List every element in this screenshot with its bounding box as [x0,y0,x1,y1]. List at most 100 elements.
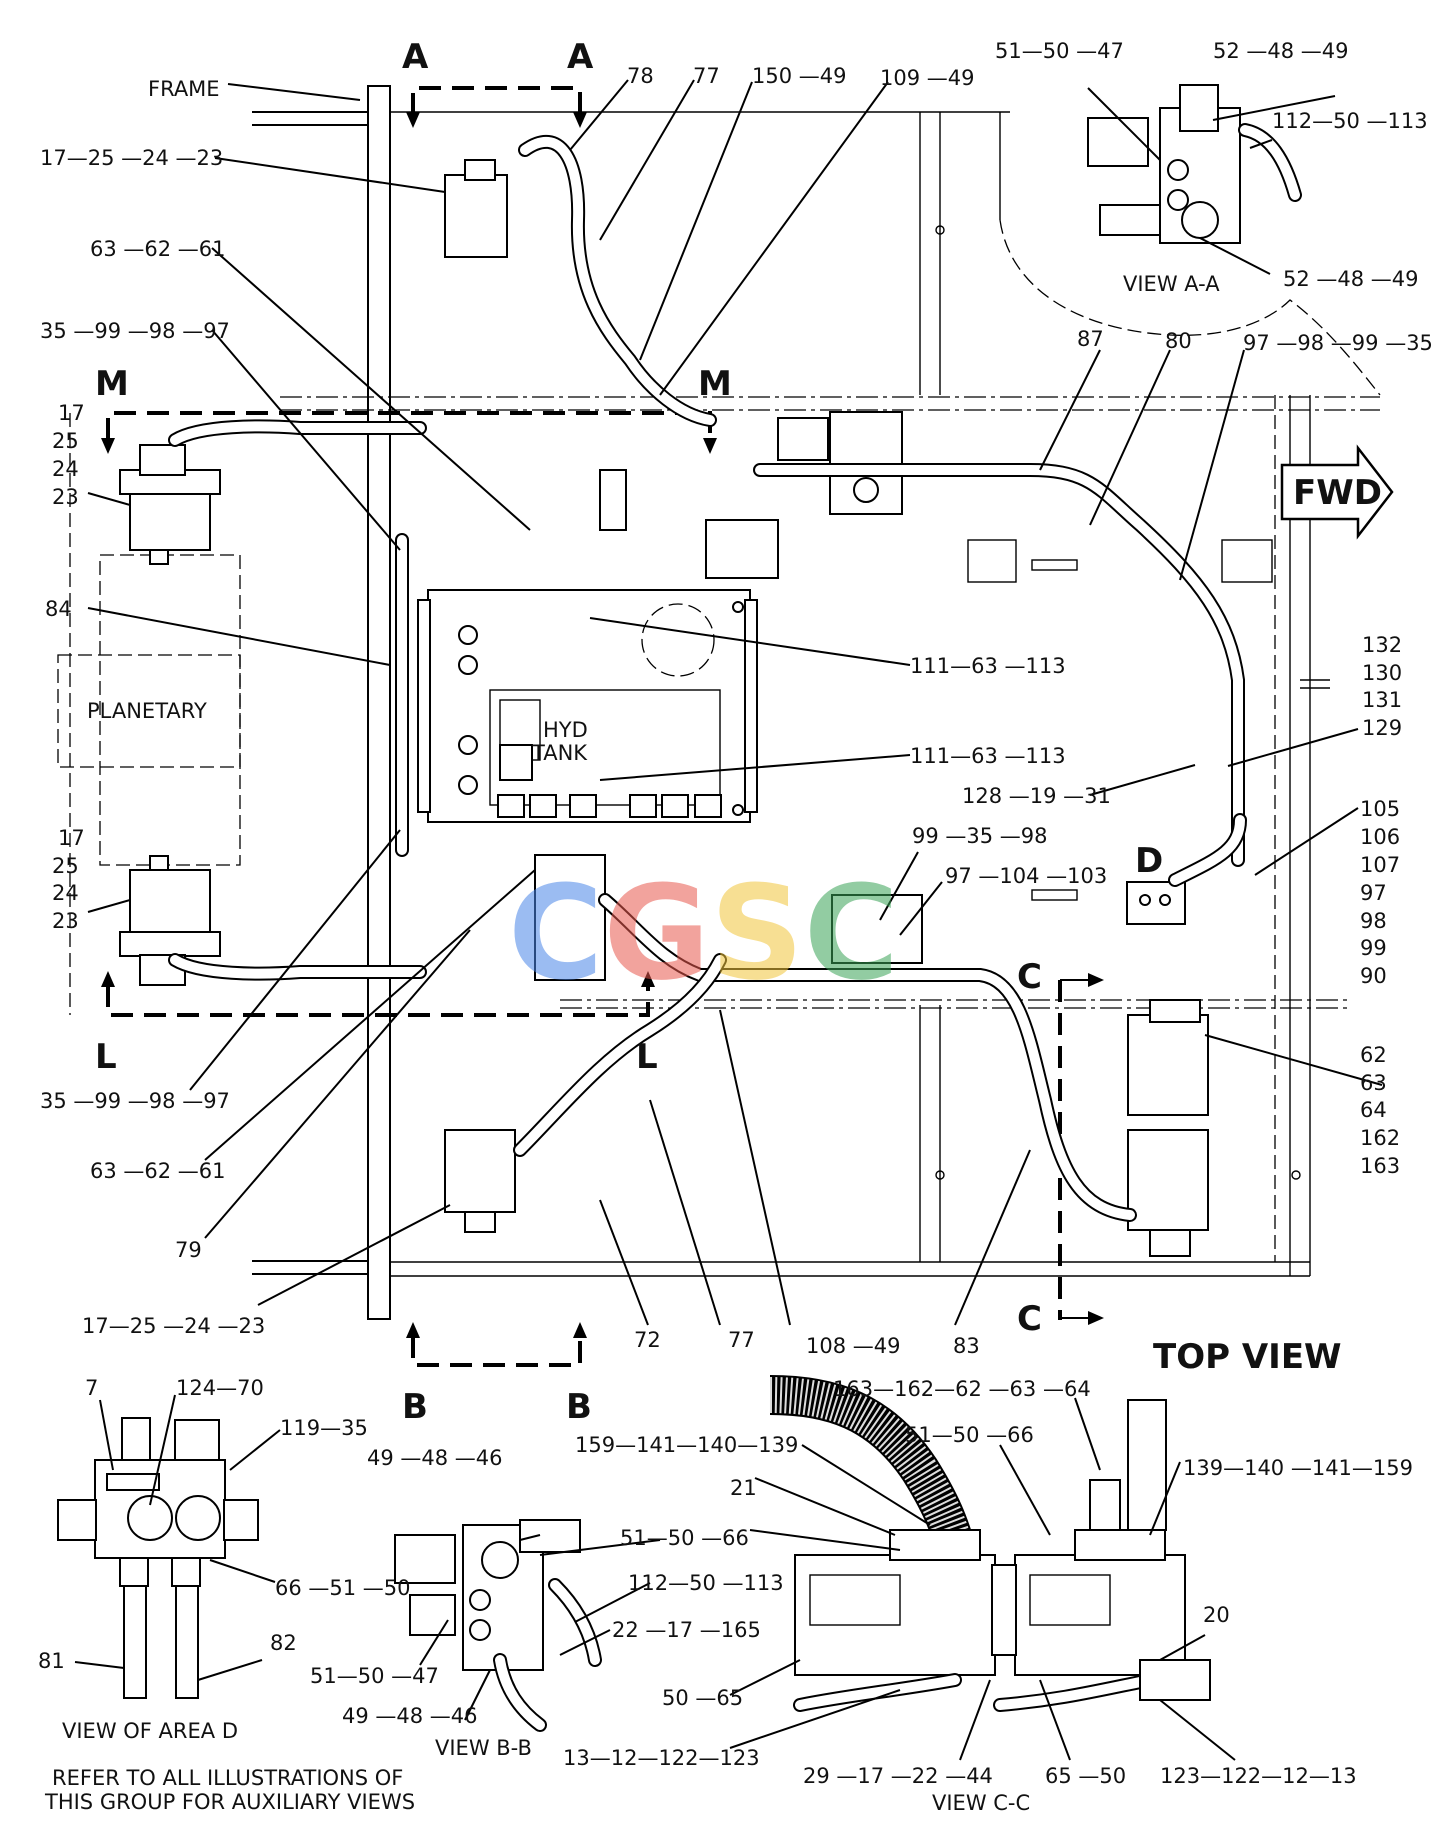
callout: 97 —98 —99 —35 [1243,331,1432,355]
tank-label-tank: TANK [531,741,588,765]
callout: 66 —51 —50 [275,1576,411,1600]
callout: 17 [58,826,85,850]
view-bb-title: VIEW B-B [435,1736,532,1760]
callout: 7 [85,1376,98,1400]
callout: 130 [1362,661,1402,685]
section-letter-a-left: A [402,37,429,77]
callout: 97 —104 —103 [945,864,1107,888]
callout: 105 [1360,797,1400,821]
brackets [935,225,1301,1180]
callout: 107 [1360,853,1400,877]
section-letter-b-left: B [402,1387,428,1427]
top-view-title: TOP VIEW [1153,1337,1342,1377]
callout: 109 —49 [880,66,974,90]
steering-pump-bottom [444,1129,516,1233]
callout: 108 —49 [806,1334,900,1358]
callout: 128 —19 —31 [962,784,1111,808]
callout-labels: 78 77 150 —49 109 —49 17—25 —24 —23 63 —… [38,39,1432,1788]
callout: 150 —49 [752,64,846,88]
callout: 90 [1360,964,1387,988]
view-area-d-detail [57,1417,259,1699]
hydraulic-tank [417,589,758,823]
callout: 99 [1360,936,1387,960]
steering-pump-top [444,159,508,258]
callout: 49 —48 —46 [367,1446,503,1470]
callout: 139—140 —141—159 [1183,1456,1413,1480]
callout: 124—70 [176,1376,264,1400]
tank-label-hyd: HYD [543,718,588,742]
callout: 82 [270,1631,297,1655]
callout: 163 [1360,1154,1400,1178]
callout: 17—25 —24 —23 [40,146,223,170]
section-letter-m-left: M [95,364,129,404]
callout: 13—12—122—123 [563,1746,760,1770]
callout: 81 [38,1649,65,1673]
planetary-housing [57,554,241,866]
control-block-center [534,854,923,981]
pump-group-right [1127,999,1209,1257]
view-cc-title: VIEW C-C [932,1791,1030,1815]
callout: 163—162—62 —63 —64 [833,1377,1091,1401]
view-bb-detail [394,1519,602,1732]
callout: 35 —99 —98 —97 [40,319,230,343]
callout: 97 [1360,881,1387,905]
callout: 35 —99 —98 —97 [40,1089,230,1113]
frame-label: FRAME [148,77,220,101]
drive-motor-left-bottom [119,855,221,986]
callout: 52 —48 —49 [1283,267,1419,291]
callout: 63 —62 —61 [90,237,226,261]
callout: 17—25 —24 —23 [82,1314,265,1338]
block-d [1126,881,1186,925]
callout: 23 [52,909,79,933]
callout: 162 [1360,1126,1400,1150]
callout: 111—63 —113 [910,744,1066,768]
section-marker-b [406,1322,587,1367]
callout: 129 [1362,716,1402,740]
section-marker-c [1058,973,1104,1325]
callout: 64 [1360,1098,1387,1122]
note-line-1: REFER TO ALL ILLUSTRATIONS OF [52,1766,403,1790]
callout: 80 [1165,329,1192,353]
callout: 65 —50 [1045,1764,1126,1788]
section-letter-a-right: A [567,37,594,77]
section-letter-c-bottom: C [1017,1299,1042,1339]
section-marker-l [69,413,655,1017]
section-letter-d: D [1135,841,1163,881]
callout: 79 [175,1238,202,1262]
callout: 24 [52,881,79,905]
forward-arrow-icon [1280,444,1394,540]
callout: 111—63 —113 [910,654,1066,678]
callout: 22 —17 —165 [612,1618,761,1642]
section-letter-m-right: M [698,364,732,404]
callout: 99 —35 —98 [912,824,1048,848]
callout: 23 [52,485,79,509]
callout: 21 [730,1476,757,1500]
drive-motor-left-top [119,444,221,565]
callout: 25 [52,854,79,878]
view-area-d-title: VIEW OF AREA D [62,1719,238,1743]
view-aa-title: VIEW A-A [1123,272,1220,296]
callout: 29 —17 —22 —44 [803,1764,993,1788]
callout: 123—122—12—13 [1160,1764,1357,1788]
callout: 112—50 —113 [1272,109,1428,133]
view-aa-detail [1087,84,1302,244]
watermark-logo: CGSC [508,857,899,1009]
callout: 78 [627,64,654,88]
callout: 119—35 [280,1416,368,1440]
leader-lines [74,79,1383,1761]
callout: 51—50 —47 [995,39,1124,63]
callout: 49 —48 —46 [342,1704,478,1728]
callout: 63 —62 —61 [90,1159,226,1183]
callout: 17 [58,401,85,425]
planetary-label: PLANETARY [87,699,207,723]
section-letter-l-left: L [95,1037,117,1077]
callout: 112—50 —113 [628,1571,784,1595]
callout: 52 —48 —49 [1213,39,1349,63]
callout: 84 [45,597,72,621]
callout: 51—50 —47 [310,1664,439,1688]
section-letter-l-right: L [636,1037,658,1077]
callout: 83 [953,1334,980,1358]
section-letter-c-top: C [1017,957,1042,997]
